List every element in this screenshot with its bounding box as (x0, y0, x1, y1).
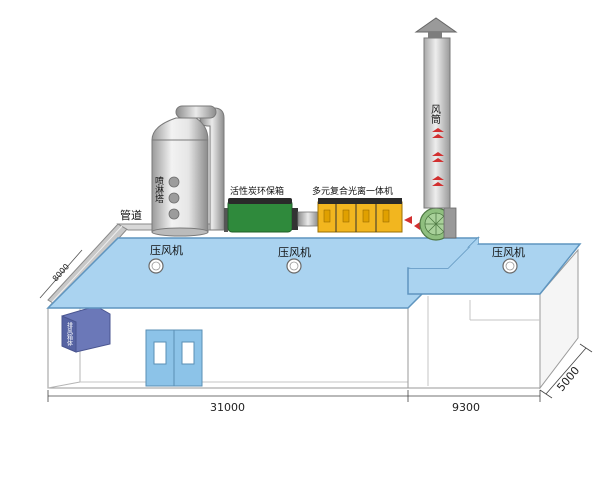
main-length-dimension: 31000 (47, 390, 409, 414)
chimney-label: 风筒 (429, 104, 441, 125)
exhaust-fan[interactable] (419, 207, 457, 241)
blower-1-label: 压风机 (150, 243, 183, 257)
flow-arrows (404, 216, 420, 230)
blower-2-label: 压风机 (278, 245, 311, 259)
annex-length-text: 9300 (452, 401, 480, 414)
carbon-box: 活性炭环保箱 (224, 185, 319, 233)
chimney: 风筒 (414, 17, 458, 209)
uv-unit-label: 多元复合光离一体机 (312, 185, 393, 197)
main-length-text: 31000 (210, 401, 245, 414)
main-hall (47, 268, 409, 389)
side-box-label: 排风箱体 (66, 321, 73, 347)
spray-tower: 喷淋塔 (151, 105, 225, 237)
blower-1[interactable]: 压风机 (148, 243, 183, 274)
pipe-label: 管道 (120, 208, 142, 222)
carbon-box-label: 活性炭环保箱 (230, 185, 284, 197)
blower-2[interactable]: 压风机 (278, 245, 311, 274)
scrubber-label: 喷淋塔 (153, 176, 164, 204)
blower-3-label: 压风机 (492, 245, 525, 259)
double-door[interactable] (145, 329, 203, 387)
annex-length-dimension: 9300 (408, 390, 541, 414)
blower-3[interactable]: 压风机 (492, 245, 525, 274)
side-exhaust-box: 排风箱体 (61, 305, 111, 353)
uv-unit: 多元复合光离一体机 (312, 185, 403, 233)
